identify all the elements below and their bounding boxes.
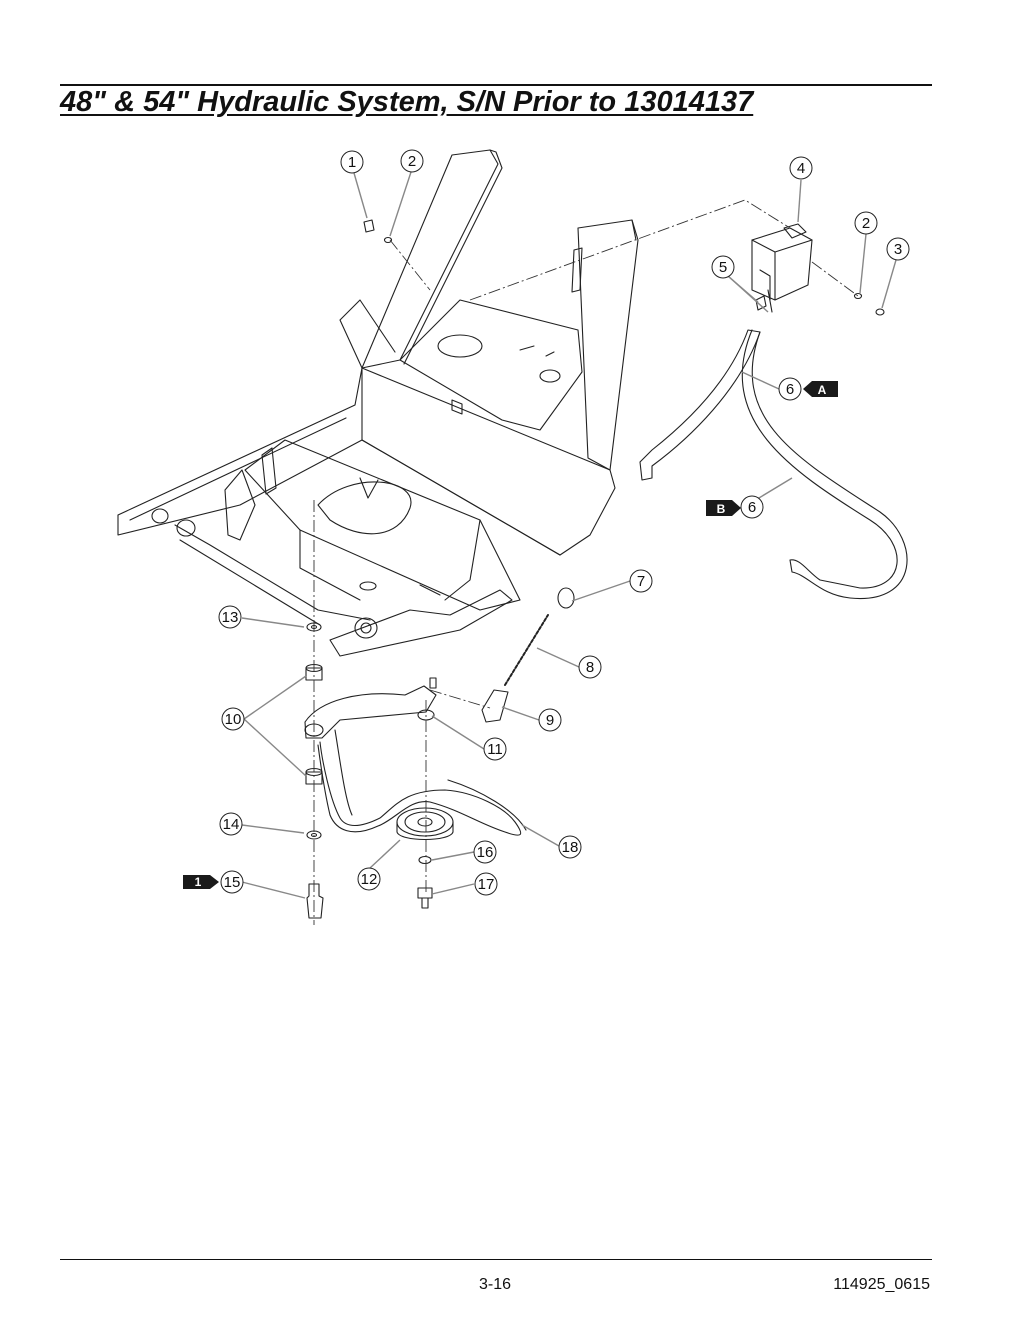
callout-2-right: 2 bbox=[854, 211, 878, 235]
svg-text:15: 15 bbox=[224, 874, 241, 891]
document-number: 114925_0615 bbox=[833, 1276, 930, 1293]
tag-b: B bbox=[706, 500, 741, 516]
svg-text:4: 4 bbox=[797, 160, 805, 177]
svg-text:8: 8 bbox=[586, 659, 594, 676]
svg-text:6: 6 bbox=[748, 499, 756, 516]
svg-text:9: 9 bbox=[546, 712, 554, 729]
callout-10: 10 bbox=[221, 707, 245, 731]
callout-9: 9 bbox=[538, 708, 562, 732]
callout-12: 12 bbox=[357, 867, 381, 891]
svg-text:11: 11 bbox=[487, 741, 503, 758]
hydraulic-reservoir bbox=[751, 223, 813, 313]
svg-text:13: 13 bbox=[222, 609, 239, 626]
callout-5: 5 bbox=[711, 255, 735, 279]
callout-3: 3 bbox=[886, 237, 910, 261]
callout-8: 8 bbox=[578, 655, 602, 679]
assembly-centerlines bbox=[313, 199, 859, 925]
callout-17: 17 bbox=[474, 872, 498, 896]
callout-14: 14 bbox=[219, 812, 243, 836]
callout-4: 4 bbox=[789, 156, 813, 180]
svg-text:7: 7 bbox=[637, 573, 645, 590]
svg-text:16: 16 bbox=[477, 844, 494, 861]
page-title: 48" & 54" Hydraulic System, S/N Prior to… bbox=[60, 86, 754, 118]
svg-text:18: 18 bbox=[562, 839, 579, 856]
svg-text:3: 3 bbox=[894, 241, 902, 258]
svg-text:6: 6 bbox=[786, 381, 794, 398]
callout-16: 16 bbox=[473, 840, 497, 864]
page-number: 3-16 bbox=[478, 1276, 512, 1293]
leader-lines bbox=[241, 171, 897, 899]
bottom-rule bbox=[60, 1259, 932, 1260]
svg-text:5: 5 bbox=[719, 259, 727, 276]
frame-assembly bbox=[117, 149, 639, 657]
exploded-hardware bbox=[304, 219, 885, 919]
callout-1: 1 bbox=[340, 150, 364, 174]
callout-6-a: 6 bbox=[778, 377, 802, 401]
top-rule bbox=[60, 84, 932, 86]
svg-text:12: 12 bbox=[361, 871, 378, 888]
svg-text:2: 2 bbox=[408, 153, 416, 170]
svg-text:B: B bbox=[717, 502, 726, 516]
svg-text:A: A bbox=[818, 383, 827, 397]
tag-1: 1 bbox=[183, 875, 219, 889]
callout-7: 7 bbox=[629, 569, 653, 593]
callout-11: 11 bbox=[483, 737, 507, 761]
tag-a: A bbox=[803, 381, 838, 397]
svg-text:14: 14 bbox=[223, 816, 240, 833]
svg-text:1: 1 bbox=[195, 875, 202, 889]
svg-text:1: 1 bbox=[348, 154, 356, 171]
callout-2: 2 bbox=[400, 149, 424, 173]
callout-6-b: 6 bbox=[740, 495, 764, 519]
svg-text:10: 10 bbox=[225, 711, 242, 728]
callout-18: 18 bbox=[558, 835, 582, 859]
callout-13: 13 bbox=[218, 605, 242, 629]
svg-text:2: 2 bbox=[862, 215, 870, 232]
hydraulic-hose-a bbox=[639, 329, 761, 481]
hydraulic-hose-b bbox=[741, 329, 908, 599]
callout-15: 15 bbox=[220, 870, 244, 894]
svg-text:17: 17 bbox=[478, 876, 495, 893]
